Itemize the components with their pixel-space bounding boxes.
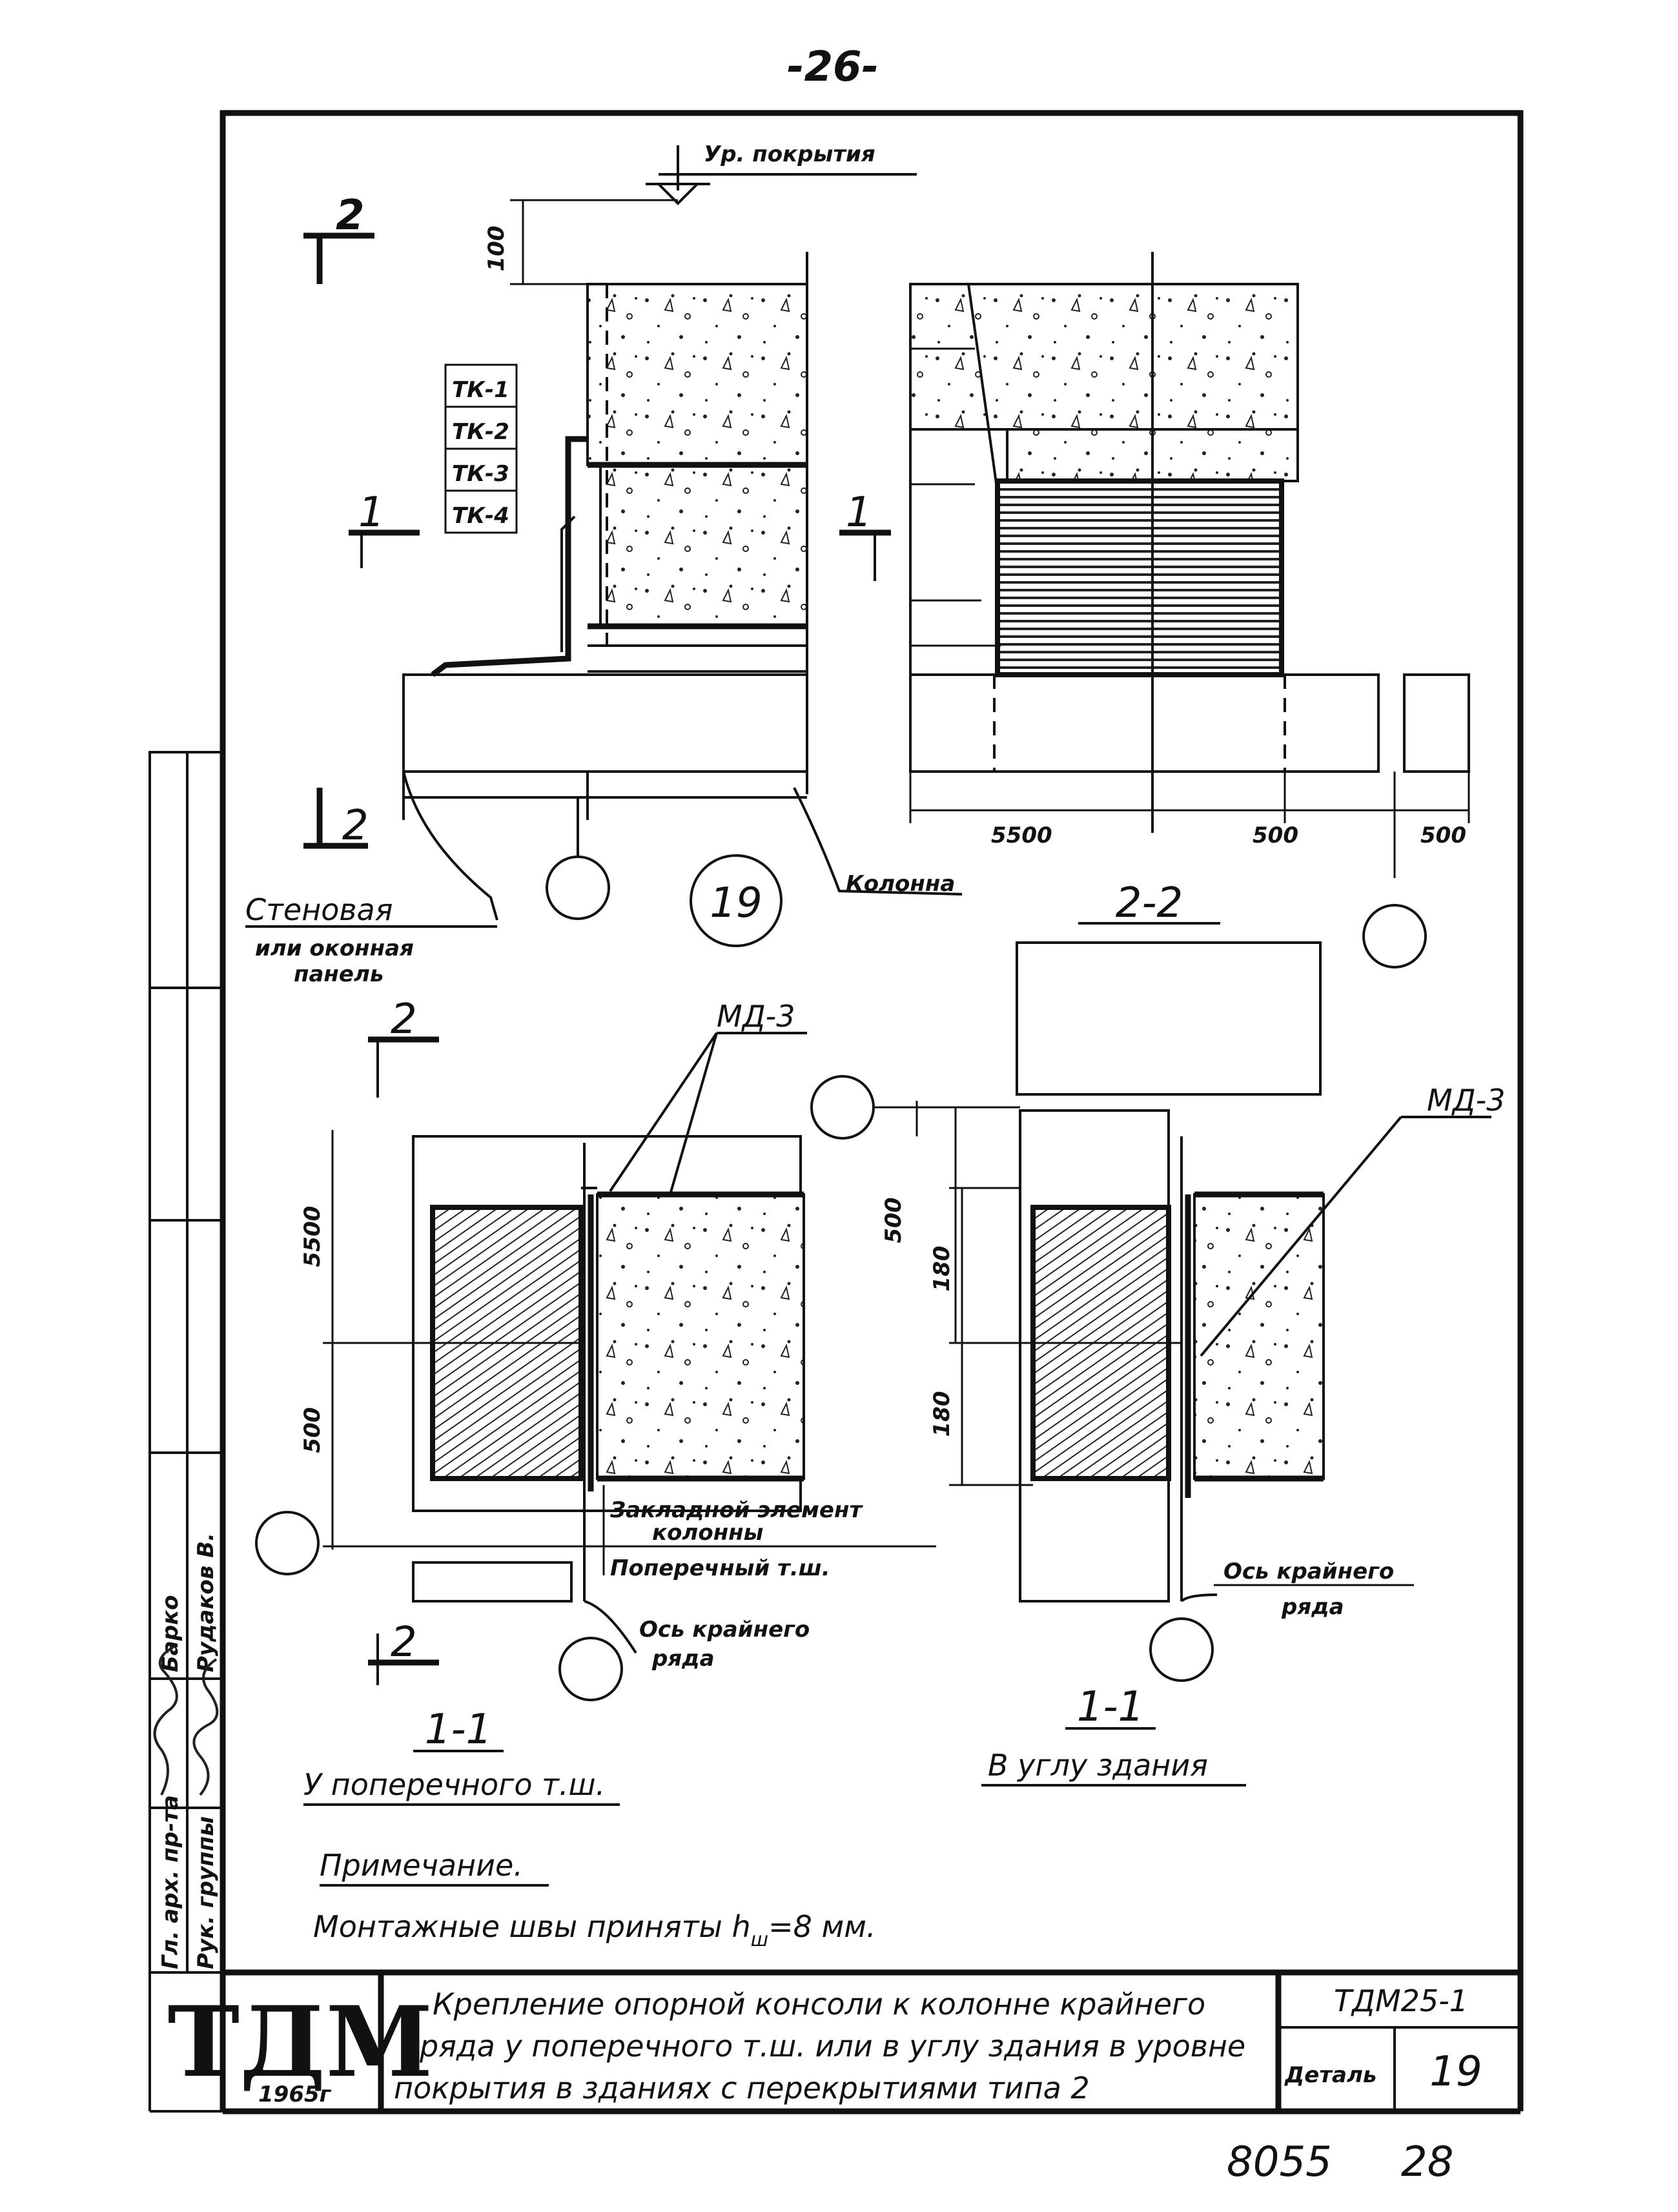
axis-label-left-1: Ось крайнего [639, 1617, 810, 1643]
embedded-element-1: Закладной элемент [609, 1497, 863, 1523]
title-year: 1965г [258, 2082, 332, 2107]
detail-badge [690, 854, 783, 947]
axis-label-right-2: ряда [1281, 1594, 1344, 1620]
tdm-logo: ТДМ [167, 1985, 433, 2099]
truss-label-tk4: ТК-4 [452, 503, 509, 529]
wall-panel-label-3: панель [294, 961, 384, 987]
axis-marker-plan-left [255, 1511, 320, 1575]
section-mark-2-plan: 2 [391, 996, 417, 1043]
md-label-right: МД-3 [1427, 1083, 1506, 1118]
sheet-frame [148, 110, 1524, 1976]
wall-panel-label-1: Стеновая [245, 892, 393, 927]
column-label: Колонна [846, 871, 955, 897]
title-description-3: покрытия в зданиях с перекрытиями типа 2 [394, 2071, 1090, 2105]
dim-5500-section: 5500 [991, 823, 1052, 848]
section-mark-1-right: 1 [846, 489, 872, 537]
axis-marker-plan-right-top [810, 1075, 875, 1140]
plan-left-title: 1-1 [425, 1706, 493, 1754]
section-mark-2-top: 2 [336, 192, 365, 240]
plan-right-subtitle: В углу здания [988, 1748, 1208, 1783]
axis-marker-plan-right-bottom [1149, 1617, 1214, 1682]
plan-left-1-1: 2 МД-3 5500 500 Закладной элемент колонн… [255, 996, 936, 1806]
page-number: -26- [787, 43, 879, 91]
title-description-1: Крепление опорной консоли к колонне край… [433, 1987, 1205, 2022]
dim-180-right-b: 180 [929, 1391, 955, 1437]
truss-label-tk2: ТК-2 [452, 419, 509, 445]
dim-500-right: 500 [881, 1198, 906, 1244]
elevation-view: Ур. покрытия 100 2 ТК-1 ТК-2 ТК-3 [245, 141, 963, 987]
series-code: ТДМ25-1 [1334, 1983, 1468, 2018]
embedded-element-2: колонны [652, 1520, 763, 1546]
axis-label-right-1: Ось крайнего [1223, 1559, 1394, 1584]
truss-label-tk1: ТК-1 [452, 377, 509, 403]
stamp-role-1: Гл. арх. пр-та [158, 1795, 183, 1969]
md-label-left: МД-3 [717, 999, 795, 1034]
plan-right-1-1: МД-3 500 180 180 Ось крайнего ряда 1-1 В… [810, 941, 1506, 1787]
note-block: Примечание. Монтажные швы приняты hш=8 м… [313, 1848, 876, 1951]
axis-marker-elevation [546, 855, 610, 920]
axis-marker-plan-left-bottom [558, 1637, 623, 1701]
plan-left-subtitle: У поперечного т.ш. [303, 1767, 605, 1802]
signature-1 [153, 1645, 178, 1796]
axis-label-left-2: ряда [651, 1646, 715, 1672]
level-label: Ур. покрытия [704, 141, 875, 167]
detail-number-cell: 19 [1429, 2048, 1482, 2096]
dim-500-section-b: 500 [1420, 823, 1466, 848]
stamp-role-2: Рук. группы [193, 1816, 219, 1969]
section-2-2-title: 2-2 [1116, 879, 1183, 927]
transverse-joint-label: Поперечный т.ш. [610, 1555, 830, 1581]
detail-badge-number: 19 [710, 879, 762, 927]
plan-right-title: 1-1 [1077, 1683, 1145, 1731]
dim-100: 100 [484, 226, 509, 272]
archive-number: 8055 [1227, 2138, 1332, 2186]
wall-panel-label-2: или оконная [255, 936, 414, 961]
dim-5500-plan: 5500 [300, 1206, 325, 1267]
axis-marker-section [1362, 904, 1427, 968]
dim-180-right-a: 180 [929, 1246, 955, 1292]
dim-500-plan: 500 [300, 1408, 325, 1453]
side-stamp: Гл. арх. пр-та Рук. группы Барко Рудаков… [153, 1533, 219, 1969]
section-mark-2-plan-bottom: 2 [391, 1619, 417, 1666]
section-2-2: 5500 500 500 2-2 [909, 252, 1470, 968]
note-heading: Примечание. [320, 1848, 523, 1883]
stamp-name-2: Рудаков В. [193, 1533, 219, 1672]
title-description-2: ряда у поперечного т.ш. или в углу здани… [419, 2029, 1245, 2064]
note-text: Монтажные швы приняты hш=8 мм. [313, 1909, 876, 1951]
section-mark-2-bottom: 2 [342, 802, 369, 850]
dim-500-section-a: 500 [1253, 823, 1298, 848]
title-block: ТДМ 1965г Крепление опорной консоли к ко… [148, 1972, 1524, 2115]
signature-2 [192, 1658, 219, 1796]
section-mark-1-left: 1 [358, 489, 385, 537]
sheet-number: 28 [1401, 2138, 1453, 2186]
truss-label-tk3: ТК-3 [452, 461, 509, 487]
detail-label: Деталь [1284, 2062, 1376, 2088]
